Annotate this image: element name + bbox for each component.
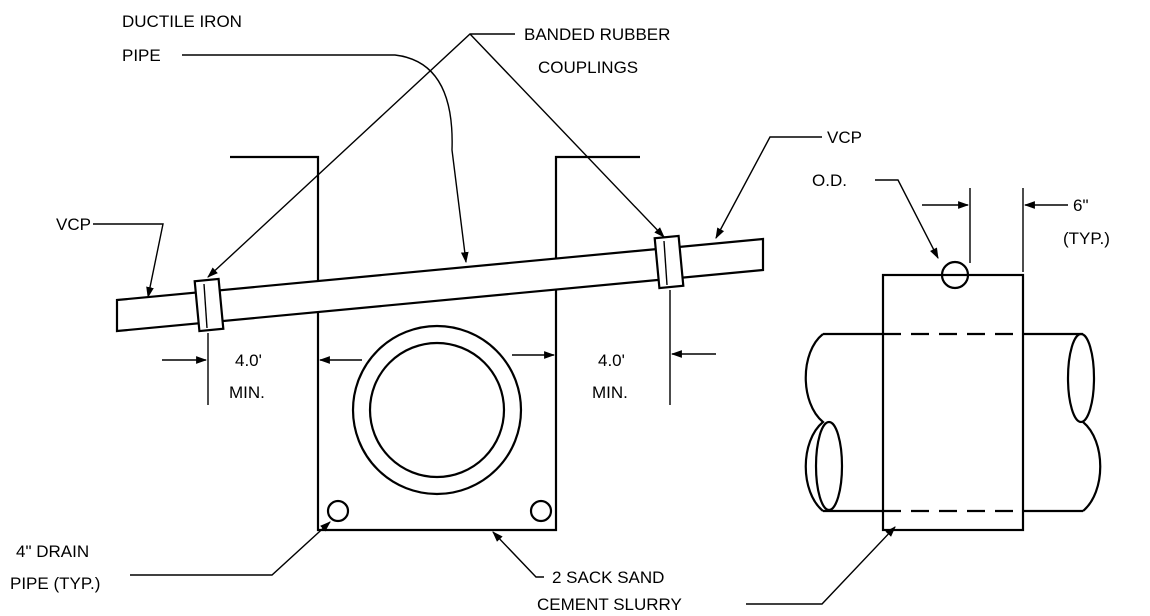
- label-banded-2: COUPLINGS: [538, 58, 638, 77]
- label-six-inch-1: 6": [1073, 196, 1089, 215]
- label-od: O.D.: [812, 171, 847, 190]
- label-six-inch-2: (TYP.): [1063, 229, 1110, 248]
- coupling-right-band: [663, 240, 668, 286]
- label-ductile-iron-2: PIPE: [122, 46, 161, 65]
- leader-banded-right: [469, 33, 665, 238]
- ductile-iron-pipe-outer: [351, 324, 523, 496]
- coupling-left: [193, 277, 225, 333]
- label-slurry-1: 2 SACK SAND: [552, 568, 664, 587]
- label-drain-2: PIPE (TYP.): [10, 574, 100, 593]
- leader-slurry-left: [492, 531, 544, 578]
- side-pipe-break-right: [1066, 332, 1096, 424]
- vcp-pipe: [115, 237, 765, 333]
- leader-banded-left: [207, 33, 515, 278]
- side-pipe-break-left: [804, 333, 825, 512]
- coupling-right: [653, 234, 685, 290]
- od-pipe: [940, 260, 970, 290]
- label-drain-1: 4" DRAIN: [16, 542, 89, 561]
- leader-slurry-right: [746, 526, 896, 605]
- label-ductile-iron-1: DUCTILE IRON: [122, 12, 242, 31]
- label-slurry-2: CEMENT SLURRY: [537, 595, 682, 614]
- elevation-view: [93, 33, 822, 578]
- label-vcp-right: VCP: [827, 128, 862, 147]
- drain-pipe-left: [326, 499, 350, 523]
- drain-pipe-right: [529, 499, 553, 523]
- leader-vcp-right: [715, 136, 822, 239]
- label-vcp-left: VCP: [56, 215, 91, 234]
- side-pipe-break-left-lower: [814, 420, 844, 512]
- label-dim-left-1: 4.0': [235, 351, 262, 370]
- side-view: [746, 179, 1102, 605]
- leader-vcp-left: [93, 223, 164, 299]
- leader-ductile-iron: [182, 54, 469, 264]
- side-encasement: [881, 273, 1025, 532]
- side-pipe-break-right-lower: [1082, 421, 1102, 512]
- encasement-outline: [230, 155, 640, 532]
- label-banded-1: BANDED RUBBER: [524, 25, 670, 44]
- leader-drain: [130, 521, 331, 576]
- label-dim-right-2: MIN.: [592, 383, 628, 402]
- label-dim-right-1: 4.0': [598, 351, 625, 370]
- leader-od: [875, 179, 939, 259]
- label-dim-left-2: MIN.: [229, 383, 265, 402]
- coupling-left-band: [203, 283, 208, 329]
- ductile-iron-pipe-inner: [368, 341, 506, 479]
